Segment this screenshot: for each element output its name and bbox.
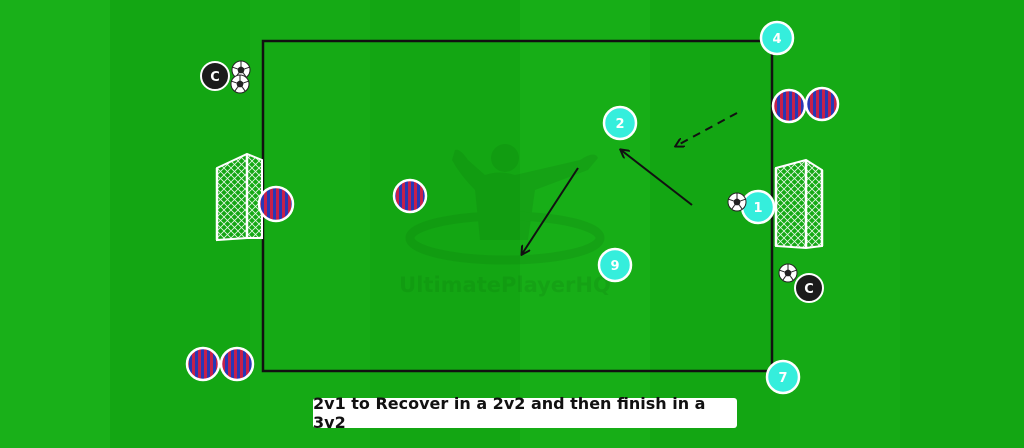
coach-label: C — [210, 70, 220, 85]
right-goal — [774, 158, 824, 250]
player-number: 2 — [615, 117, 624, 132]
watermark-swoosh-icon — [405, 211, 605, 265]
opponents — [185, 86, 840, 382]
ball-icon — [230, 74, 250, 94]
run-arrow — [522, 167, 579, 254]
ball-icon — [778, 263, 798, 283]
opponent-player — [771, 88, 807, 124]
coaches: C C — [200, 61, 824, 303]
player-number: 4 — [772, 32, 781, 47]
opponent-player — [185, 346, 221, 382]
watermark-head-icon — [491, 144, 519, 172]
player-number: 7 — [778, 371, 787, 386]
player-7: 7 — [765, 359, 801, 395]
watermark-text: UltimatePlayerHQ — [399, 273, 611, 297]
ball-icon — [727, 192, 747, 212]
player-number: 9 — [610, 259, 619, 274]
player-4: 4 — [759, 20, 795, 56]
opponent-goalkeeper — [257, 185, 295, 223]
player-1: 1 — [740, 189, 776, 225]
watermark-figure-icon — [452, 149, 598, 240]
watermark: UltimatePlayerHQ — [399, 144, 611, 297]
coach-label: C — [804, 282, 814, 297]
defender-run-arrow — [676, 112, 738, 146]
player-2: 2 — [602, 105, 638, 141]
left-goal — [215, 152, 263, 242]
opponent-player — [392, 178, 428, 214]
pass-arrow — [621, 150, 693, 206]
player-number: 1 — [753, 201, 762, 216]
player-9: 9 — [597, 247, 633, 283]
teammates: 4 2 1 9 7 — [597, 20, 801, 395]
opponent-player — [219, 346, 255, 382]
opponent-player — [804, 86, 840, 122]
drill-caption: 2v1 to Recover in a 2v2 and then finish … — [313, 394, 737, 432]
coach-bottom-right: C — [794, 273, 824, 303]
coach-top-left: C — [200, 61, 230, 91]
